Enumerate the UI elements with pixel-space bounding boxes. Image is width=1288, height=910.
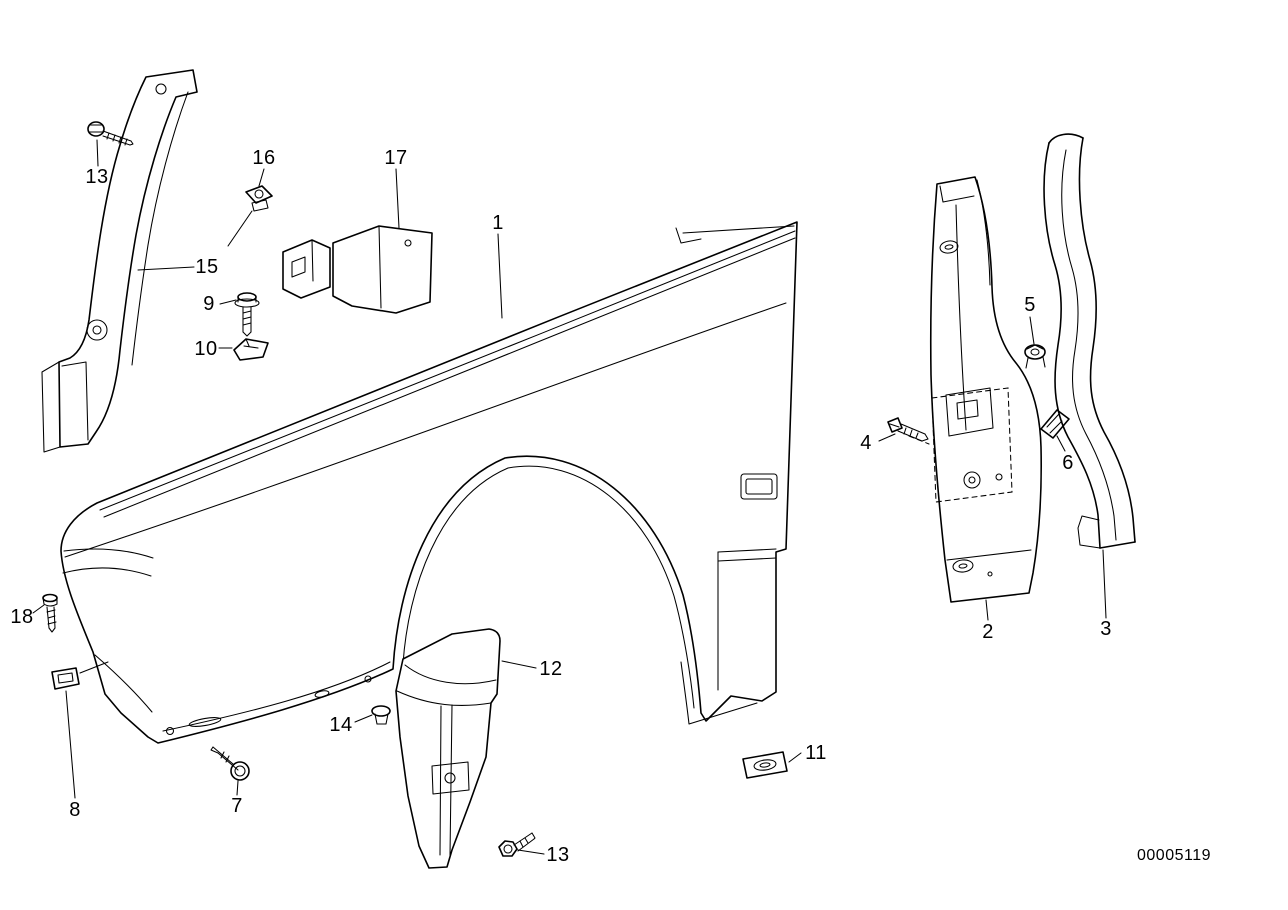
callout-15[interactable]: 15 <box>195 256 219 278</box>
callout-6[interactable]: 6 <box>1062 452 1074 474</box>
part-3-gasket <box>1043 133 1136 549</box>
part-14-plug <box>371 705 391 725</box>
leader-lines <box>32 139 1107 855</box>
part-16-clip <box>227 185 273 247</box>
part-5-nut <box>1024 344 1046 369</box>
part-7-screw <box>210 746 250 781</box>
callout-14[interactable]: 14 <box>329 714 353 736</box>
callout-3[interactable]: 3 <box>1100 618 1112 640</box>
part-2-side-panel <box>929 176 1042 603</box>
part-13-screw-top <box>87 121 134 146</box>
callout-13-bottom[interactable]: 13 <box>546 844 570 866</box>
callout-2[interactable]: 2 <box>982 621 994 643</box>
part-18-screw <box>42 593 58 633</box>
callout-11[interactable]: 11 <box>805 742 827 764</box>
callout-7[interactable]: 7 <box>231 795 243 817</box>
part-17-bracket <box>282 225 433 314</box>
part-10-clip <box>233 338 269 361</box>
part-1-front-fender <box>60 221 798 744</box>
callout-17[interactable]: 17 <box>384 147 408 169</box>
part-8-clip <box>51 661 109 690</box>
callout-18[interactable]: 18 <box>10 606 34 628</box>
diagram-code: 00005119 <box>1137 847 1211 864</box>
part-12-mud-shield <box>395 628 501 869</box>
part-4-screw <box>887 417 930 445</box>
callout-1[interactable]: 1 <box>492 212 504 234</box>
callout-4[interactable]: 4 <box>860 432 872 454</box>
callout-12[interactable]: 12 <box>539 658 563 680</box>
part-11-plate <box>742 751 788 779</box>
callout-16[interactable]: 16 <box>252 147 276 169</box>
callout-9[interactable]: 9 <box>203 293 215 315</box>
callout-8[interactable]: 8 <box>69 799 81 821</box>
callout-13-top[interactable]: 13 <box>85 166 109 188</box>
callout-10[interactable]: 10 <box>194 338 218 360</box>
part-6-clip <box>1040 409 1070 439</box>
callout-5[interactable]: 5 <box>1024 294 1036 316</box>
part-13-screw-bottom <box>498 832 536 857</box>
part-15-cover <box>41 69 198 453</box>
part-9-screw <box>234 292 260 337</box>
